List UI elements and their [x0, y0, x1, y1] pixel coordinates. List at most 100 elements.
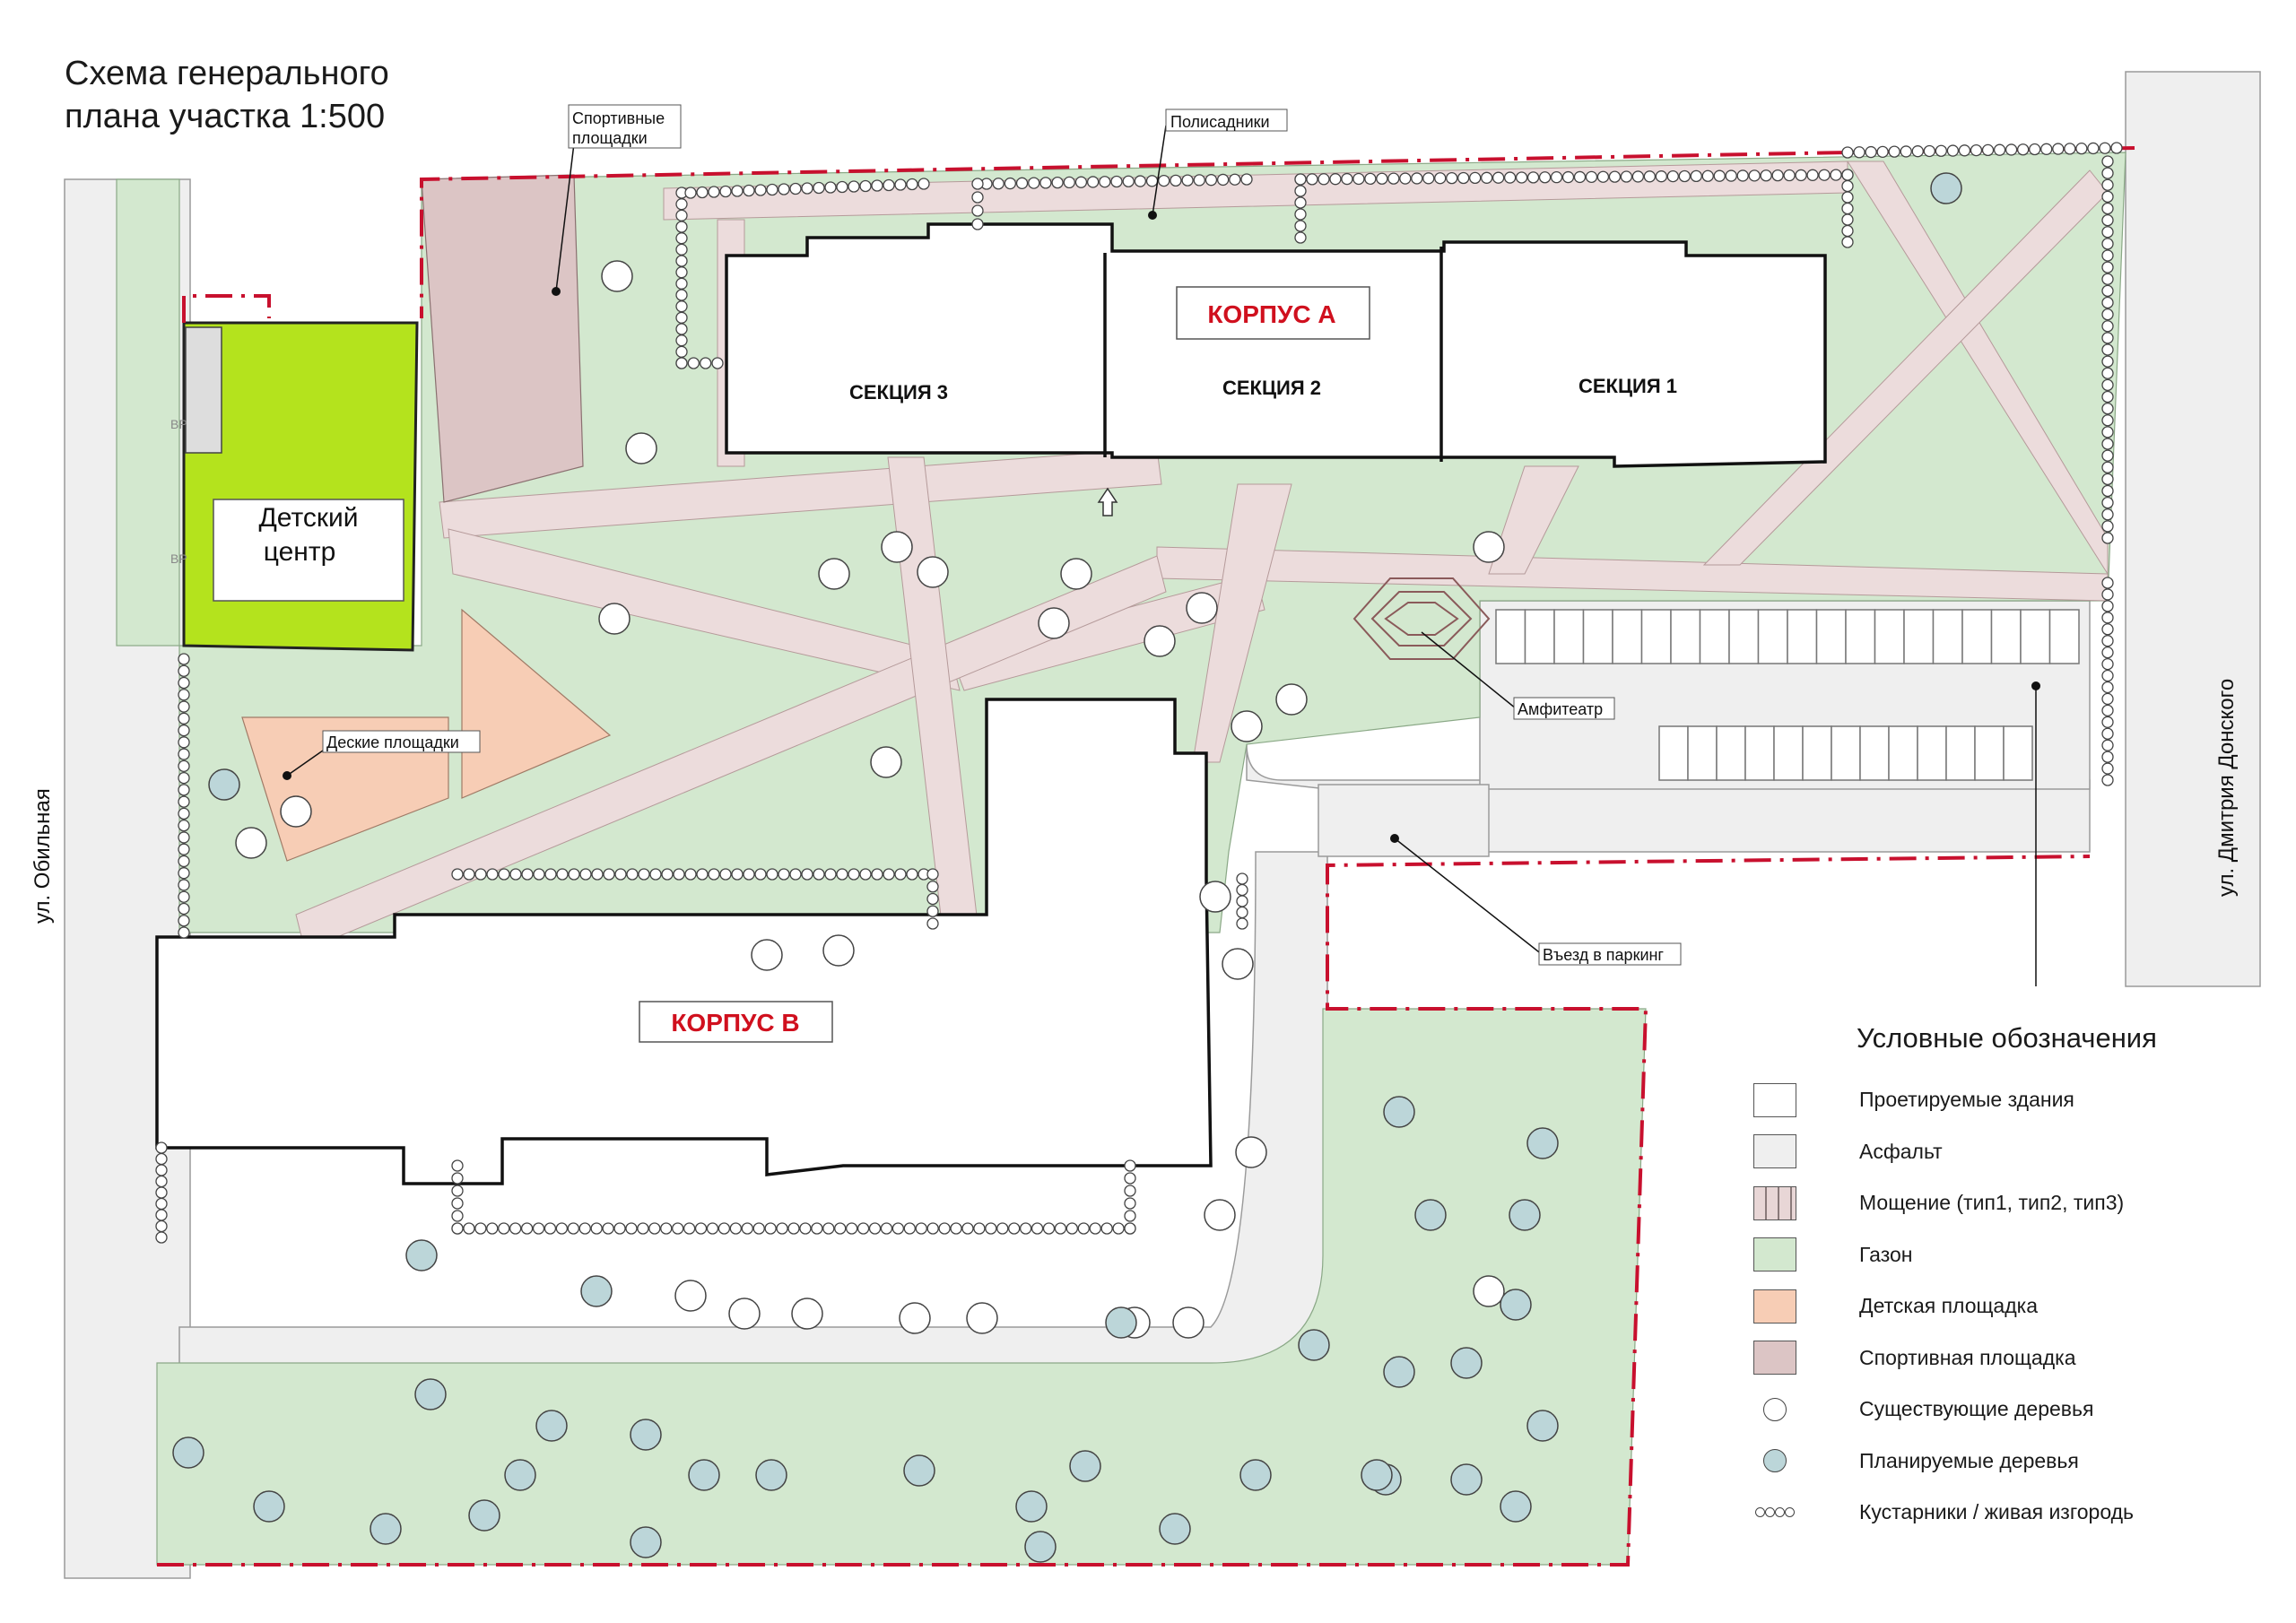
legend-item-label: Кустарники / живая изгородь — [1859, 1500, 2135, 1524]
hedge-shrub — [1736, 169, 1749, 182]
hedge-shrub — [1015, 177, 1029, 189]
hedge-shrub — [683, 1222, 696, 1235]
hedge-shrub — [1008, 1222, 1021, 1235]
hedge-shrub — [1229, 173, 1241, 186]
hedge-shrub — [675, 255, 688, 267]
hedge-shrub — [1294, 196, 1307, 209]
hedge-shrub — [532, 1222, 545, 1235]
planned-tree — [208, 768, 240, 801]
hedge-shrub — [1318, 173, 1330, 186]
hedge-shrub — [1028, 177, 1040, 189]
existing-tree — [870, 746, 902, 778]
legend: Условные обозначения Проетируемые здания… — [1740, 1022, 2269, 1539]
hedge-shrub — [1236, 906, 1248, 919]
hedge-shrub — [743, 184, 755, 197]
hedge-shrub — [178, 653, 190, 665]
hedge-shrub — [1666, 169, 1679, 183]
hedge-shrub — [1099, 176, 1111, 188]
kids-center-label-1: Детский — [258, 503, 358, 533]
hedge-shrub — [950, 1222, 962, 1235]
legend-item: Спортивная площадка — [1740, 1332, 2269, 1384]
parking-stall — [1553, 609, 1585, 664]
amphitheater — [1352, 577, 1491, 660]
hedge-shrub — [859, 179, 872, 193]
hedge-shrub — [178, 843, 190, 855]
hedge-shrub — [2101, 623, 2114, 636]
hedge-shrub — [883, 868, 895, 881]
leader-sport — [555, 143, 575, 292]
tree-group — [172, 172, 1962, 1563]
legend-item: Газон — [1740, 1229, 2269, 1281]
existing-tree — [1204, 1199, 1236, 1231]
hedge-shrub — [2101, 461, 2114, 473]
hedge-shrub — [675, 300, 688, 313]
hedge-shrub — [178, 700, 190, 713]
hedge-shrub — [2101, 657, 2114, 671]
hedge-shrub — [1193, 174, 1205, 187]
planned-tree — [1509, 1199, 1541, 1231]
hedge-shrub — [799, 1222, 812, 1235]
hedge-shrub — [926, 905, 939, 917]
hedge-shrub — [675, 357, 688, 369]
hedge-shrub — [1134, 175, 1147, 187]
hedge-shrub — [2101, 438, 2114, 450]
hedge-shrub — [544, 1222, 557, 1235]
hedge-shrub — [1077, 1222, 1090, 1235]
hedge-shrub — [673, 868, 685, 881]
hedge-shrub — [648, 1222, 661, 1235]
hedge-shrub — [973, 1222, 986, 1235]
hedge-shrub — [778, 868, 790, 881]
legend-item-label: Мощение (тип1, тип2, тип3) — [1859, 1191, 2125, 1215]
existing-tree — [1186, 592, 1218, 624]
hedge-shrub — [1170, 174, 1182, 187]
hedge-shrub — [1935, 144, 1947, 157]
planned-tree — [253, 1490, 285, 1523]
parking-stall — [1845, 609, 1876, 664]
hedge-shrub — [2101, 226, 2114, 239]
korpus-a-label: КОРПУС А — [1207, 300, 1335, 328]
hedge-shrub — [1376, 172, 1388, 185]
legend-item: Планируемые деревья — [1740, 1436, 2269, 1488]
hedge-shrub — [155, 1141, 168, 1154]
hedge-shrub — [1112, 1222, 1125, 1235]
hedge-shrub — [961, 1222, 974, 1235]
hedge-shrub — [178, 879, 190, 891]
hedge-shrub — [883, 178, 895, 192]
hedge-shrub — [660, 1222, 673, 1235]
existing-tree — [1275, 683, 1308, 716]
hedge-shrub — [555, 1222, 569, 1235]
hedge-shrub — [2101, 600, 2114, 612]
hedge-shrub — [1643, 170, 1657, 183]
street-right-label: ул. Дмитрия Донского — [2214, 679, 2239, 897]
hedge-shrub — [1124, 1210, 1136, 1222]
hedge-shrub — [2101, 532, 2114, 544]
hedge-shrub — [675, 334, 688, 347]
hedge-shrub — [463, 868, 475, 881]
existing-tree — [917, 556, 949, 588]
section-3-label: СЕКЦИЯ 3 — [849, 381, 948, 404]
parking-stall — [1917, 725, 1947, 781]
hedge-shrub — [778, 183, 790, 195]
hedge-shrub — [1993, 143, 2006, 156]
hedge-shrub — [451, 1222, 464, 1235]
hedge-shrub — [1352, 172, 1365, 186]
hedge-shrub — [2101, 155, 2114, 168]
paved-paths — [295, 161, 2109, 951]
path-9 — [1702, 169, 2109, 566]
hedge-shrub — [687, 357, 700, 369]
amph-label-box — [1513, 697, 1615, 720]
kids-center-grid-patch — [185, 326, 222, 454]
planned-tree — [1383, 1356, 1415, 1388]
existing-tree — [1235, 1136, 1267, 1168]
hedge-shrub — [834, 1222, 847, 1235]
hedge-shrub — [1725, 169, 1737, 182]
parking-stall — [1874, 609, 1905, 664]
hedge-shrub — [2064, 143, 2076, 155]
hedge-shrub — [706, 1222, 719, 1235]
tree-icon — [1753, 1393, 1796, 1427]
hedge-shrub — [579, 868, 592, 881]
hedge-shrub — [971, 204, 984, 217]
hedge-shrub — [926, 1222, 939, 1235]
hedge-shrub — [1841, 191, 1854, 204]
hedge-shrub — [1550, 171, 1563, 184]
